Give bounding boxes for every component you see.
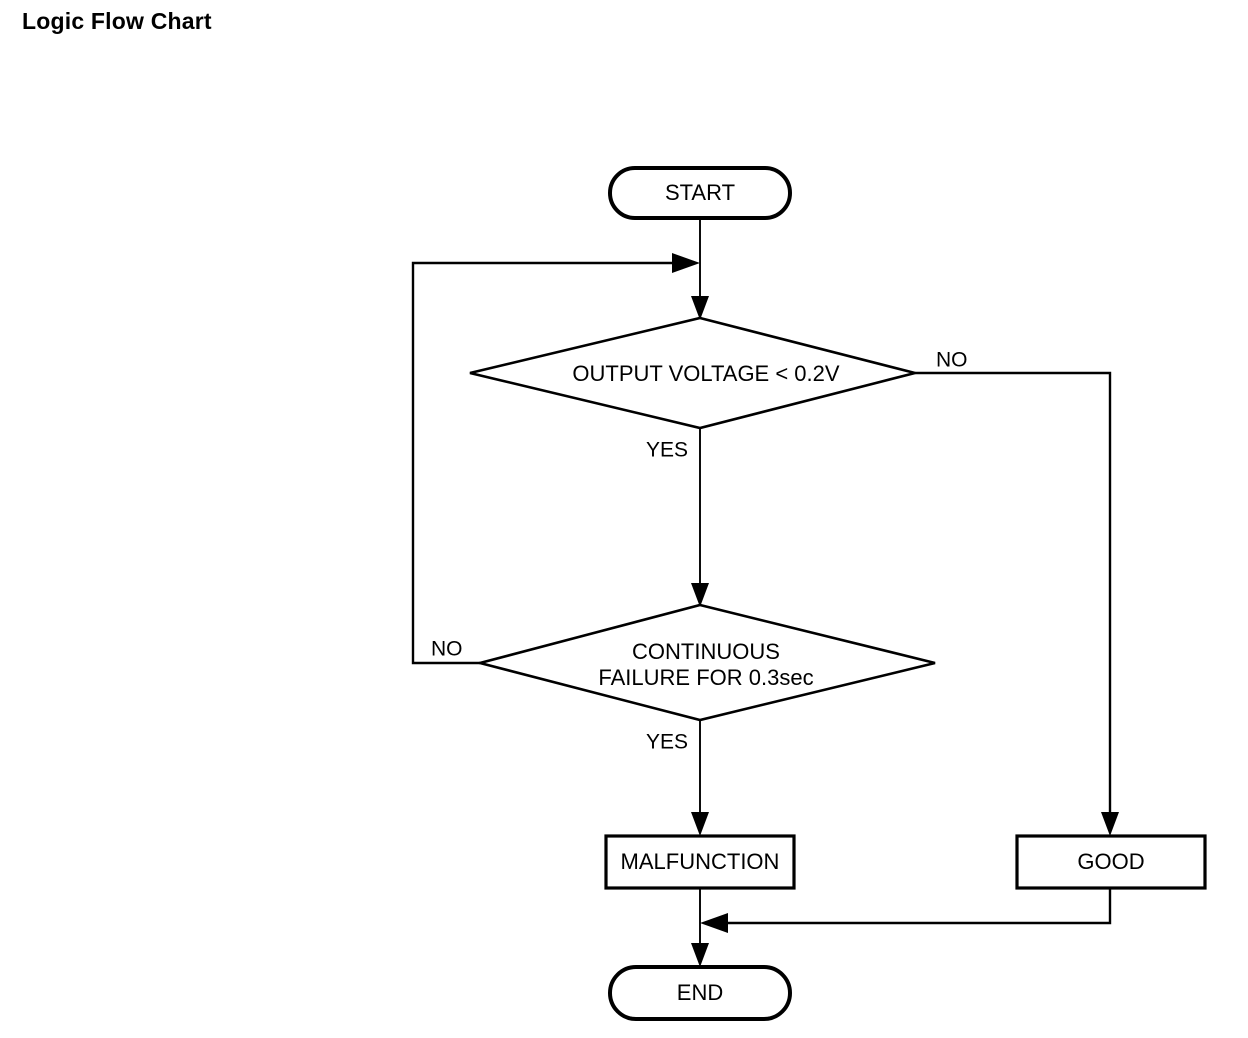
arrow-head-down — [1101, 812, 1119, 836]
node-good[interactable]: GOOD — [1015, 834, 1207, 890]
arrow-head-down — [691, 583, 709, 607]
node-start-label: START — [665, 180, 735, 205]
node-good-label: GOOD — [1077, 849, 1144, 874]
node-malfunction-label: MALFUNCTION — [621, 849, 780, 874]
arrow-head-down — [691, 296, 709, 320]
node-decision-output-voltage[interactable]: OUTPUT VOLTAGE < 0.2V — [469, 316, 916, 430]
node-start[interactable]: START — [608, 166, 792, 220]
edge-label-no-decision2: NO — [431, 638, 463, 661]
node-end[interactable]: END — [608, 965, 792, 1021]
edge-decision1-yes-to-decision2 — [691, 428, 709, 607]
node-decision-continuous-failure-label-line2: FAILURE FOR 0.3sec — [598, 665, 813, 690]
page-title: Logic Flow Chart — [22, 8, 212, 34]
node-end-label: END — [677, 980, 723, 1005]
edge-good-to-end — [700, 888, 1112, 933]
arrow-head-down — [691, 943, 709, 967]
edge-label-no-decision1: NO — [936, 349, 968, 372]
arrow-head-left — [700, 913, 728, 933]
arrow-head-down — [691, 812, 709, 836]
edge-decision2-yes-to-malfunction — [691, 720, 709, 836]
edge-decision1-no-to-good — [915, 371, 1119, 836]
arrow-head-right — [672, 253, 700, 273]
node-decision-output-voltage-label: OUTPUT VOLTAGE < 0.2V — [572, 361, 839, 386]
node-malfunction[interactable]: MALFUNCTION — [604, 834, 796, 890]
edge-label-yes-decision2: YES — [646, 731, 688, 754]
node-decision-continuous-failure-label-line1: CONTINUOUS — [632, 639, 780, 664]
edge-label-yes-decision1: YES — [646, 439, 688, 462]
node-decision-continuous-failure[interactable]: CONTINUOUS FAILURE FOR 0.3sec — [474, 603, 936, 722]
edge-malfunction-to-end — [691, 888, 709, 967]
edge-start-to-decision1 — [691, 218, 709, 320]
edge-decision2-no-loopback — [411, 253, 700, 665]
